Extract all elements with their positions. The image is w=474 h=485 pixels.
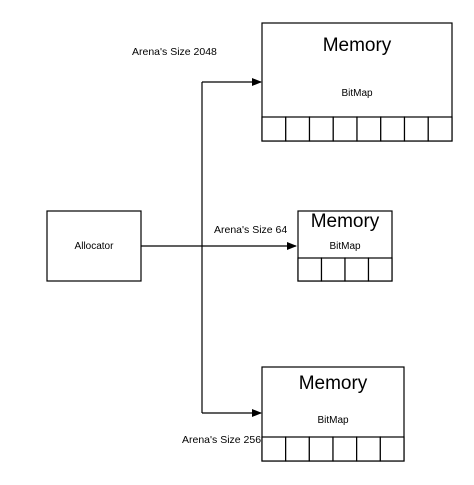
arena-256-title: Memory bbox=[299, 373, 368, 394]
arena-256-bitmap-cell bbox=[379, 436, 405, 462]
arena-256-bitmap-cell bbox=[261, 436, 287, 462]
arena-2048-bitmap-cells bbox=[261, 116, 453, 142]
arena-2048-bitmap-cell bbox=[261, 116, 287, 142]
edge-label-arena-2048: Arena's Size 2048 bbox=[132, 46, 217, 58]
arena-64-node[interactable]: Memory BitMap bbox=[297, 210, 393, 282]
arena-2048-bitmap-cell bbox=[427, 116, 453, 142]
connectors bbox=[141, 78, 297, 417]
edge-label-arena-64: Arena's Size 64 bbox=[214, 224, 287, 236]
arena-256-subtitle: BitMap bbox=[317, 415, 349, 426]
arena-256-bitmap-cells bbox=[261, 436, 405, 462]
arena-64-bitmap-cell bbox=[367, 257, 393, 282]
arena-64-subtitle: BitMap bbox=[329, 241, 361, 252]
arena-256-bitmap-cell bbox=[308, 436, 334, 462]
arena-2048-subtitle: BitMap bbox=[341, 88, 373, 99]
arena-2048-bitmap-cell bbox=[308, 116, 334, 142]
arena-2048-bitmap-cell bbox=[356, 116, 382, 142]
arena-64-bitmap-cell bbox=[344, 257, 370, 282]
arena-2048-bitmap-cell bbox=[380, 116, 406, 142]
arena-2048-bitmap-cell bbox=[403, 116, 429, 142]
arena-2048-title: Memory bbox=[323, 35, 392, 56]
arena-256-bitmap-cell bbox=[356, 436, 381, 462]
allocator-node[interactable]: Allocator bbox=[46, 210, 142, 282]
arena-2048-node[interactable]: Memory BitMap bbox=[261, 22, 453, 142]
arena-256-bitmap-cell bbox=[285, 436, 310, 462]
arena-64-title: Memory bbox=[311, 211, 380, 232]
allocator-label: Allocator bbox=[75, 241, 115, 252]
arena-64-bitmap-cells bbox=[297, 257, 393, 282]
arena-64-bitmap-cell bbox=[320, 257, 346, 282]
arena-256-node[interactable]: Memory BitMap bbox=[261, 366, 405, 462]
arena-256-bitmap-cell bbox=[332, 436, 358, 462]
arena-2048-bitmap-cell bbox=[332, 116, 358, 142]
arena-2048-bitmap-cell bbox=[285, 116, 311, 142]
allocator-box bbox=[46, 210, 142, 282]
edge-label-arena-256: Arena's Size 256 bbox=[182, 434, 261, 446]
arena-64-bitmap-cell bbox=[297, 257, 323, 282]
